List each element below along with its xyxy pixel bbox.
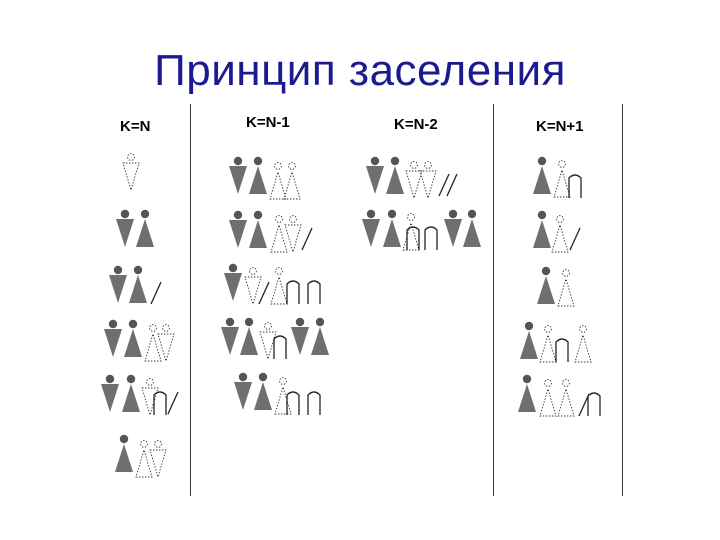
column-k-eq-n-minus-1-figures	[221, 156, 329, 416]
column-label-k-eq-n: K=N	[120, 118, 151, 135]
column-label-k-eq-n-minus-2: K=N-2	[394, 116, 438, 133]
column-k-eq-n-minus-2-figures	[362, 156, 481, 251]
column-k-eq-n-figures	[101, 153, 179, 478]
column-divider-2	[493, 104, 494, 496]
column-divider-3	[622, 104, 623, 496]
slide-title: Принцип заселения	[154, 46, 566, 95]
column-label-k-eq-n-minus-1: K=N-1	[246, 114, 290, 131]
column-label-k-eq-n-plus-1: K=N+1	[536, 118, 584, 135]
column-divider-1	[190, 104, 191, 496]
column-k-eq-n-plus-1-figures	[518, 156, 601, 417]
